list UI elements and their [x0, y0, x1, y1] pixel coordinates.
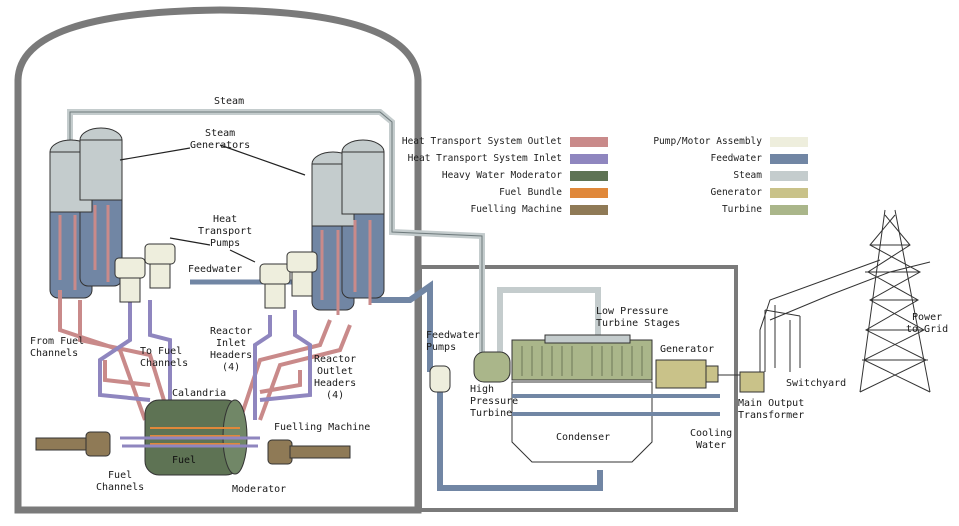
- legend-label: Heat Transport System Inlet: [407, 153, 562, 164]
- heat-transport-pumps: [114, 243, 318, 309]
- legend-label: Heavy Water Moderator: [441, 170, 562, 181]
- condenser-label: Condenser: [556, 432, 611, 443]
- hts-inlet-piping: [98, 300, 312, 420]
- main-output-transformer: [718, 259, 881, 393]
- legend-swatch: [570, 205, 608, 215]
- steam-generators-label: Steam Generators: [190, 128, 251, 151]
- steam-label: Steam: [214, 96, 245, 107]
- switchyard-label: Switchyard: [786, 378, 847, 389]
- legend-swatch: [570, 137, 608, 147]
- legend-item: Fuelling Machine: [400, 204, 608, 216]
- fuel-label: Fuel: [172, 455, 197, 466]
- steam-generator-right: [311, 139, 385, 315]
- fuel-channels-label: Fuel Channels: [96, 470, 145, 493]
- moderator-label: Moderator: [232, 484, 287, 495]
- legend-label: Feedwater: [710, 153, 762, 164]
- fuelling-machines: [35, 431, 351, 465]
- legend-item: Feedwater: [630, 153, 808, 165]
- legend-swatch: [770, 205, 808, 215]
- high-pressure-turbine: [473, 351, 511, 383]
- generator-label: Generator: [660, 344, 715, 355]
- legend-label: Fuel Bundle: [499, 187, 562, 198]
- transmission-tower: [859, 209, 931, 393]
- legend-swatch: [570, 188, 608, 198]
- legend-item: Pump/Motor Assembly: [630, 136, 808, 148]
- reactor-inlet-headers-label: Reactor Inlet Headers (4): [210, 326, 253, 373]
- steam-generator-left: [49, 127, 123, 299]
- fuelling-machine-label: Fuelling Machine: [274, 422, 371, 433]
- calandria-label: Calandria: [172, 388, 227, 399]
- legend-item: Turbine: [630, 204, 808, 216]
- legend-label: Turbine: [721, 204, 762, 215]
- containment-building: [14, 6, 422, 514]
- cooling-water-label: Cooling Water: [690, 428, 733, 451]
- from-fuel-channels-label: From Fuel Channels: [30, 336, 85, 359]
- heat-transport-pumps-label: Heat Transport Pumps: [198, 214, 253, 249]
- legend-swatch: [570, 154, 608, 164]
- low-pressure-turbine: [511, 334, 653, 381]
- legend-label: Fuelling Machine: [470, 204, 562, 215]
- generator: [655, 359, 719, 389]
- legend-item: Heat Transport System Inlet: [400, 153, 608, 165]
- condenser: [511, 381, 720, 463]
- legend-label: Generator: [710, 187, 762, 198]
- legend-label: Steam: [733, 170, 762, 181]
- legend-item: Steam: [630, 170, 808, 182]
- legend-swatch: [770, 188, 808, 198]
- reactor-outlet-headers-label: Reactor Outlet Headers (4): [314, 354, 357, 401]
- lp-steam-line: [497, 287, 601, 360]
- turbine-building: [418, 265, 738, 512]
- legend-swatch: [770, 137, 808, 147]
- legend-item: Heavy Water Moderator: [400, 170, 608, 182]
- feedwater-pump: [429, 365, 451, 393]
- high-pressure-turbine-label: High Pressure Turbine: [470, 384, 519, 419]
- legend-swatch: [770, 154, 808, 164]
- legend-left: Heat Transport System Outlet Heat Transp…: [400, 136, 608, 222]
- legend-item: Generator: [630, 187, 808, 199]
- legend-swatch: [570, 171, 608, 181]
- legend-right: Pump/Motor Assembly Feedwater Steam Gene…: [630, 136, 808, 222]
- power-to-grid-label: Power to Grid: [906, 312, 949, 335]
- low-pressure-turbine-label: Low Pressure Turbine Stages: [596, 306, 681, 329]
- legend-label: Pump/Motor Assembly: [653, 136, 762, 147]
- feedwater-label: Feedwater: [188, 264, 243, 275]
- feedwater-pumps-label: Feedwater Pumps: [426, 330, 481, 353]
- legend-item: Fuel Bundle: [400, 187, 608, 199]
- calandria: [120, 399, 260, 476]
- main-output-transformer-label: Main Output Transformer: [738, 398, 805, 421]
- legend-swatch: [770, 171, 808, 181]
- feedwater-line: [370, 280, 603, 491]
- legend-item: Heat Transport System Outlet: [400, 136, 608, 148]
- legend-label: Heat Transport System Outlet: [401, 136, 562, 147]
- to-fuel-channels-label: To Fuel Channels: [140, 346, 189, 369]
